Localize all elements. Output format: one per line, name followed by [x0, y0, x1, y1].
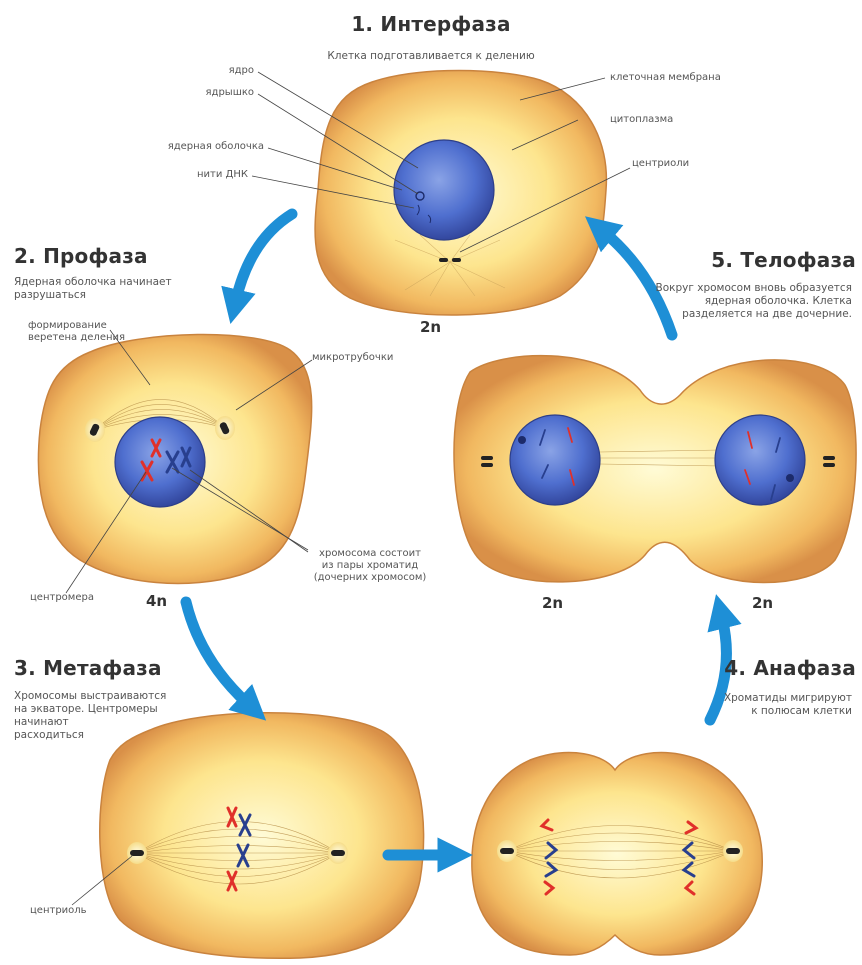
- interphase-centriole-2: [452, 258, 461, 262]
- interphase-ploidy: 2n: [420, 318, 441, 336]
- prophase-description: Ядерная оболочка начинает разрушаться: [14, 276, 172, 302]
- telophase-centriole-left-a: [481, 456, 493, 460]
- telophase-nucleus-right: [715, 415, 805, 505]
- anaphase-description: Хроматиды мигрируют к полюсам клетки: [600, 692, 852, 718]
- interphase-description: Клетка подготавливается к делению: [300, 50, 562, 63]
- metaphase-centriole-left-body: [130, 850, 144, 856]
- anaphase-title: 4. Анафаза: [600, 656, 856, 680]
- label-centriole: центриоль: [30, 905, 87, 917]
- telophase-ploidy-right: 2n: [752, 594, 773, 612]
- telophase-centriole-right-a: [823, 456, 835, 460]
- telophase-nucleus-left: [510, 415, 600, 505]
- label-nuclear-envelope: ядерная оболочка: [150, 141, 264, 153]
- anaphase-cell: [472, 753, 762, 955]
- label-chromosome-structure: хромосома состоит из пары хроматид (доче…: [300, 548, 440, 584]
- arrow-interphase-to-prophase: [236, 214, 292, 300]
- metaphase-membrane: [100, 713, 424, 959]
- interphase-nucleus: [394, 140, 494, 240]
- telophase-nucleolus-left: [518, 436, 526, 444]
- telophase-ploidy-left: 2n: [542, 594, 563, 612]
- metaphase-centriole-right-body: [331, 850, 345, 856]
- telophase-title: 5. Телофаза: [600, 248, 856, 272]
- label-cytoplasm: цитоплазма: [610, 114, 673, 126]
- telophase-cell: [454, 356, 856, 583]
- interphase-title: 1. Интерфаза: [300, 12, 562, 36]
- metaphase-description: Хромосомы выстраиваются на экваторе. Цен…: [14, 690, 166, 742]
- interphase-centriole-1: [439, 258, 448, 262]
- anaphase-centriole-right-body: [726, 848, 740, 854]
- prophase-ploidy: 4n: [146, 592, 167, 610]
- label-centrioles: центриоли: [632, 158, 689, 170]
- prophase-title: 2. Профаза: [14, 244, 148, 268]
- prophase-cell: [38, 334, 311, 583]
- label-dna-threads: нити ДНК: [150, 169, 248, 181]
- arrow-prophase-to-metaphase: [186, 602, 248, 704]
- telophase-nucleolus-right: [786, 474, 794, 482]
- interphase-cell: [315, 71, 606, 316]
- metaphase-cell: [100, 713, 424, 959]
- anaphase-centriole-left-body: [500, 848, 514, 854]
- telophase-centriole-right-b: [823, 463, 835, 467]
- label-centromere: центромера: [30, 592, 94, 604]
- label-spindle-formation: формирование веретена деления: [28, 320, 125, 344]
- label-nucleolus: ядрышко: [150, 87, 254, 99]
- label-microtubules: микротрубочки: [312, 352, 393, 364]
- telophase-description: Вокруг хромосом вновь образуется ядерная…: [560, 282, 852, 321]
- label-nucleus: ядро: [150, 65, 254, 77]
- metaphase-title: 3. Метафаза: [14, 656, 162, 680]
- label-cell-membrane: клеточная мембрана: [610, 72, 721, 84]
- prophase-nucleus: [115, 417, 205, 507]
- telophase-centriole-left-b: [481, 463, 493, 467]
